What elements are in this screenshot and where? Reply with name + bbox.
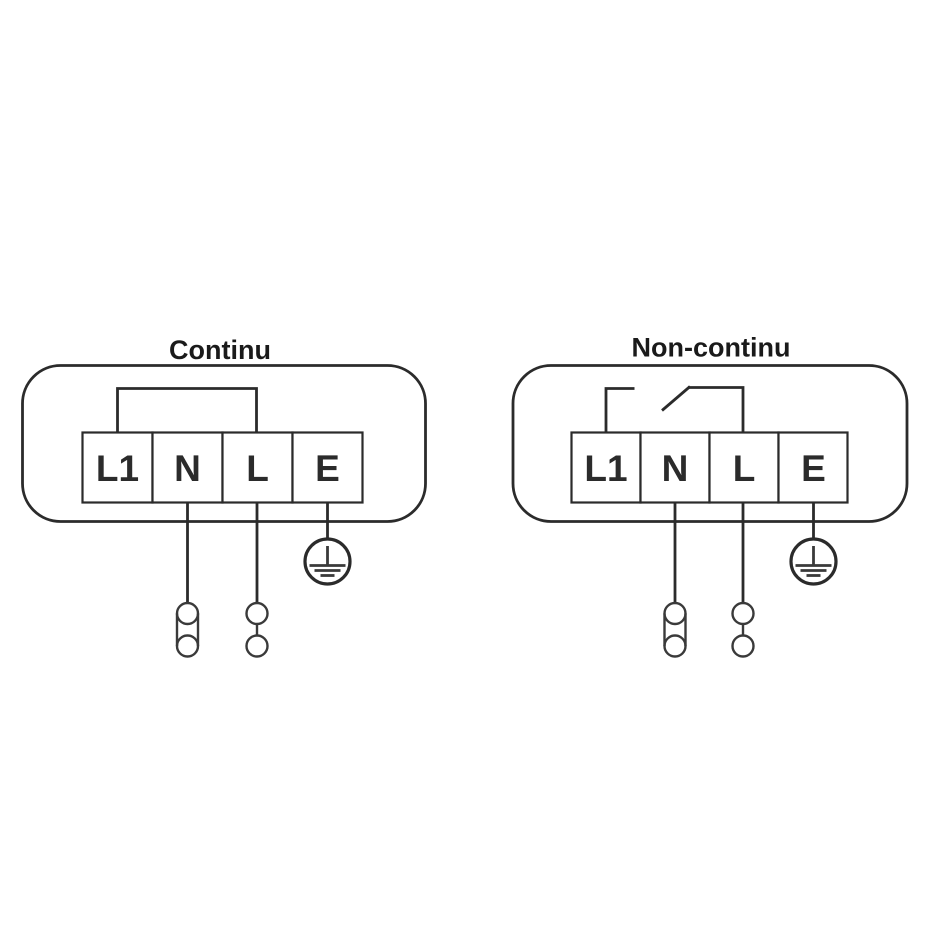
diagram-continu: Continu L1 N L E <box>21 335 427 658</box>
terminal-label-l: L <box>733 448 756 489</box>
terminal-box-n <box>639 431 711 504</box>
bridge-jumper-wire <box>116 387 258 433</box>
connector-circle <box>245 634 269 658</box>
earth-ground-symbol <box>789 537 838 586</box>
enclosure-outline <box>511 364 909 523</box>
terminal-box-l <box>708 431 780 504</box>
connector-circle <box>663 634 687 658</box>
terminal-label-n: N <box>174 448 201 489</box>
switch-stub-right <box>688 386 745 433</box>
terminal-label-e: E <box>315 448 340 489</box>
terminal-box-e <box>777 431 849 504</box>
neutral-connector-symbol <box>663 601 687 658</box>
line-connector-symbol <box>731 601 755 658</box>
diagram-non-continu: Non-continu L1 N L E <box>511 333 909 658</box>
terminal-label-l: L <box>246 448 269 489</box>
switched-jumper <box>604 385 745 433</box>
earth-ring <box>303 537 352 586</box>
terminal-box-e <box>291 431 364 504</box>
terminal-label-e: E <box>801 448 826 489</box>
neutral-connector-symbol <box>175 601 200 658</box>
connector-circle <box>731 601 755 626</box>
connector-circle <box>175 601 200 626</box>
earth-ring <box>789 537 838 586</box>
enclosure-outline <box>21 364 427 523</box>
terminal-box-l1 <box>81 431 154 504</box>
earth-ground-symbol <box>303 537 352 586</box>
terminal-label-n: N <box>662 448 689 489</box>
line-connector-symbol <box>245 601 269 658</box>
terminal-label-l1: L1 <box>584 448 627 489</box>
connector-circle <box>663 601 687 626</box>
connector-circle <box>175 634 200 658</box>
terminal-label-l1: L1 <box>96 448 139 489</box>
switch-blade <box>661 385 691 412</box>
connector-circle <box>731 634 755 658</box>
diagram-title-continu: Continu <box>169 335 271 365</box>
connector-circle <box>245 601 269 626</box>
switch-stub-left <box>604 387 635 433</box>
diagram-title-non-continu: Non-continu <box>632 333 791 363</box>
